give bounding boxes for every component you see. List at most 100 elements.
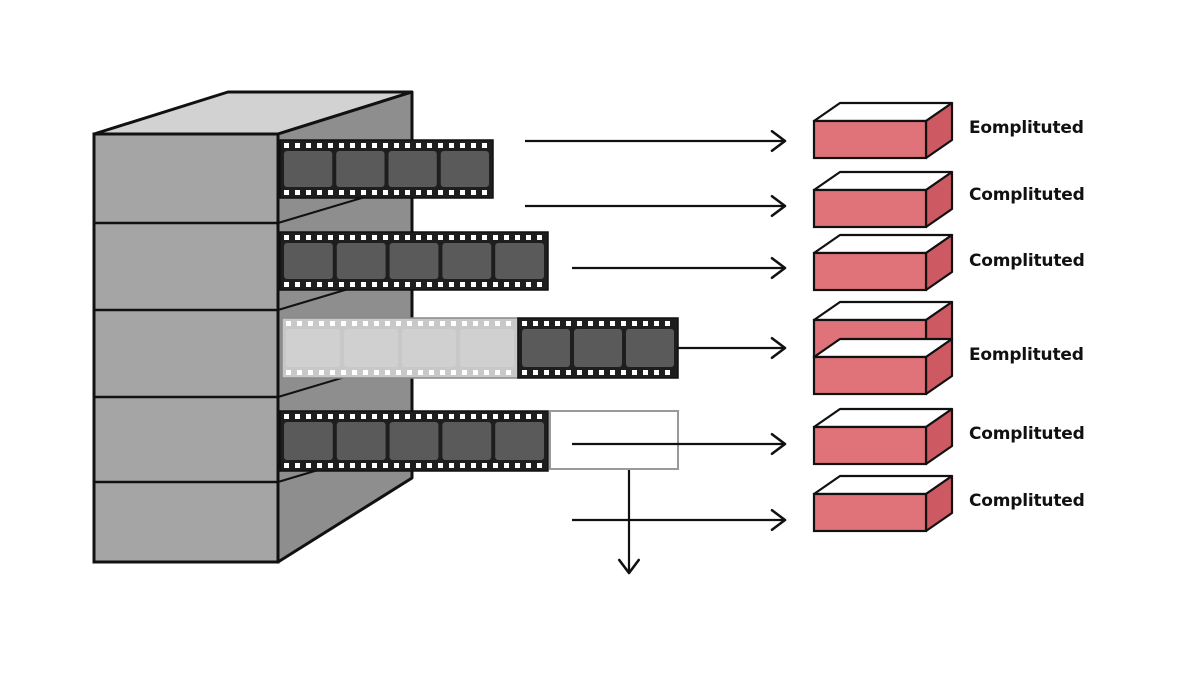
film-hole xyxy=(449,282,454,287)
film-hole xyxy=(427,235,432,240)
flow-arrow xyxy=(617,470,641,575)
film-hole xyxy=(427,143,432,148)
film-hole xyxy=(493,235,498,240)
film-hole xyxy=(394,282,399,287)
film-hole xyxy=(352,321,357,326)
film-strip xyxy=(281,317,519,379)
film-hole xyxy=(522,370,527,375)
output-blocks xyxy=(812,101,954,533)
flow-arrow xyxy=(525,129,787,153)
output-front-face xyxy=(812,119,928,160)
film-hole xyxy=(577,321,582,326)
film-hole xyxy=(306,463,311,468)
film-hole xyxy=(526,414,531,419)
film-hole xyxy=(427,463,432,468)
film-hole xyxy=(418,370,423,375)
film-hole xyxy=(566,321,571,326)
arrow-head xyxy=(770,194,787,218)
film-frame xyxy=(574,329,622,367)
output-block xyxy=(812,233,954,292)
film-hole xyxy=(308,321,313,326)
output-block xyxy=(812,474,954,533)
film-hole xyxy=(396,370,401,375)
block-front-face xyxy=(92,132,280,564)
film-hole xyxy=(306,414,311,419)
flow-arrow xyxy=(572,508,787,532)
film-hole xyxy=(495,321,500,326)
output-front-face xyxy=(812,355,928,396)
film-hole xyxy=(566,370,571,375)
arrow-head xyxy=(770,508,787,532)
film-hole xyxy=(383,143,388,148)
film-hole xyxy=(451,370,456,375)
film-hole xyxy=(484,321,489,326)
film-hole xyxy=(460,190,465,195)
film-hole xyxy=(383,235,388,240)
film-hole xyxy=(440,321,445,326)
film-frame xyxy=(460,329,514,367)
film-hole xyxy=(319,321,324,326)
film-hole xyxy=(665,370,670,375)
film-hole xyxy=(308,370,313,375)
film-hole xyxy=(317,463,322,468)
film-hole xyxy=(449,143,454,148)
film-hole xyxy=(471,414,476,419)
film-hole xyxy=(654,321,659,326)
film-hole xyxy=(396,321,401,326)
film-hole xyxy=(482,463,487,468)
film-hole xyxy=(328,235,333,240)
film-hole xyxy=(361,235,366,240)
film-hole xyxy=(286,370,291,375)
film-hole xyxy=(372,190,377,195)
film-hole xyxy=(427,414,432,419)
film-hole xyxy=(471,143,476,148)
flow-arrow xyxy=(678,336,787,360)
film-hole xyxy=(610,370,615,375)
film-hole xyxy=(339,190,344,195)
film-hole xyxy=(352,370,357,375)
film-hole xyxy=(632,370,637,375)
film-hole xyxy=(537,414,542,419)
film-hole xyxy=(537,463,542,468)
film-hole xyxy=(405,282,410,287)
film-hole xyxy=(440,370,445,375)
film-hole xyxy=(341,321,346,326)
film-hole xyxy=(339,282,344,287)
film-hole xyxy=(317,282,322,287)
film-hole xyxy=(484,370,489,375)
film-hole xyxy=(295,463,300,468)
film-frame xyxy=(284,243,333,279)
film-hole xyxy=(306,143,311,148)
film-frame xyxy=(522,329,570,367)
film-strip xyxy=(279,410,549,472)
film-hole xyxy=(295,235,300,240)
film-hole xyxy=(515,235,520,240)
film-hole xyxy=(339,143,344,148)
film-hole xyxy=(385,321,390,326)
film-hole xyxy=(405,414,410,419)
output-block xyxy=(812,337,954,396)
film-hole xyxy=(416,414,421,419)
film-hole xyxy=(328,190,333,195)
film-hole xyxy=(460,235,465,240)
film-hole xyxy=(394,190,399,195)
film-hole xyxy=(394,463,399,468)
film-hole xyxy=(537,235,542,240)
arrow-head xyxy=(770,256,787,280)
film-hole xyxy=(471,282,476,287)
output-front-face xyxy=(812,251,928,292)
film-hole xyxy=(506,321,511,326)
film-hole xyxy=(284,143,289,148)
film-frame xyxy=(402,329,456,367)
film-strip xyxy=(279,231,549,291)
film-hole xyxy=(295,143,300,148)
film-hole xyxy=(429,321,434,326)
film-hole xyxy=(438,463,443,468)
film-hole xyxy=(372,143,377,148)
output-block xyxy=(812,170,954,229)
flow-arrow xyxy=(572,256,787,280)
film-hole xyxy=(306,235,311,240)
output-label-2: Complituted xyxy=(969,185,1085,205)
film-strip xyxy=(279,139,494,199)
